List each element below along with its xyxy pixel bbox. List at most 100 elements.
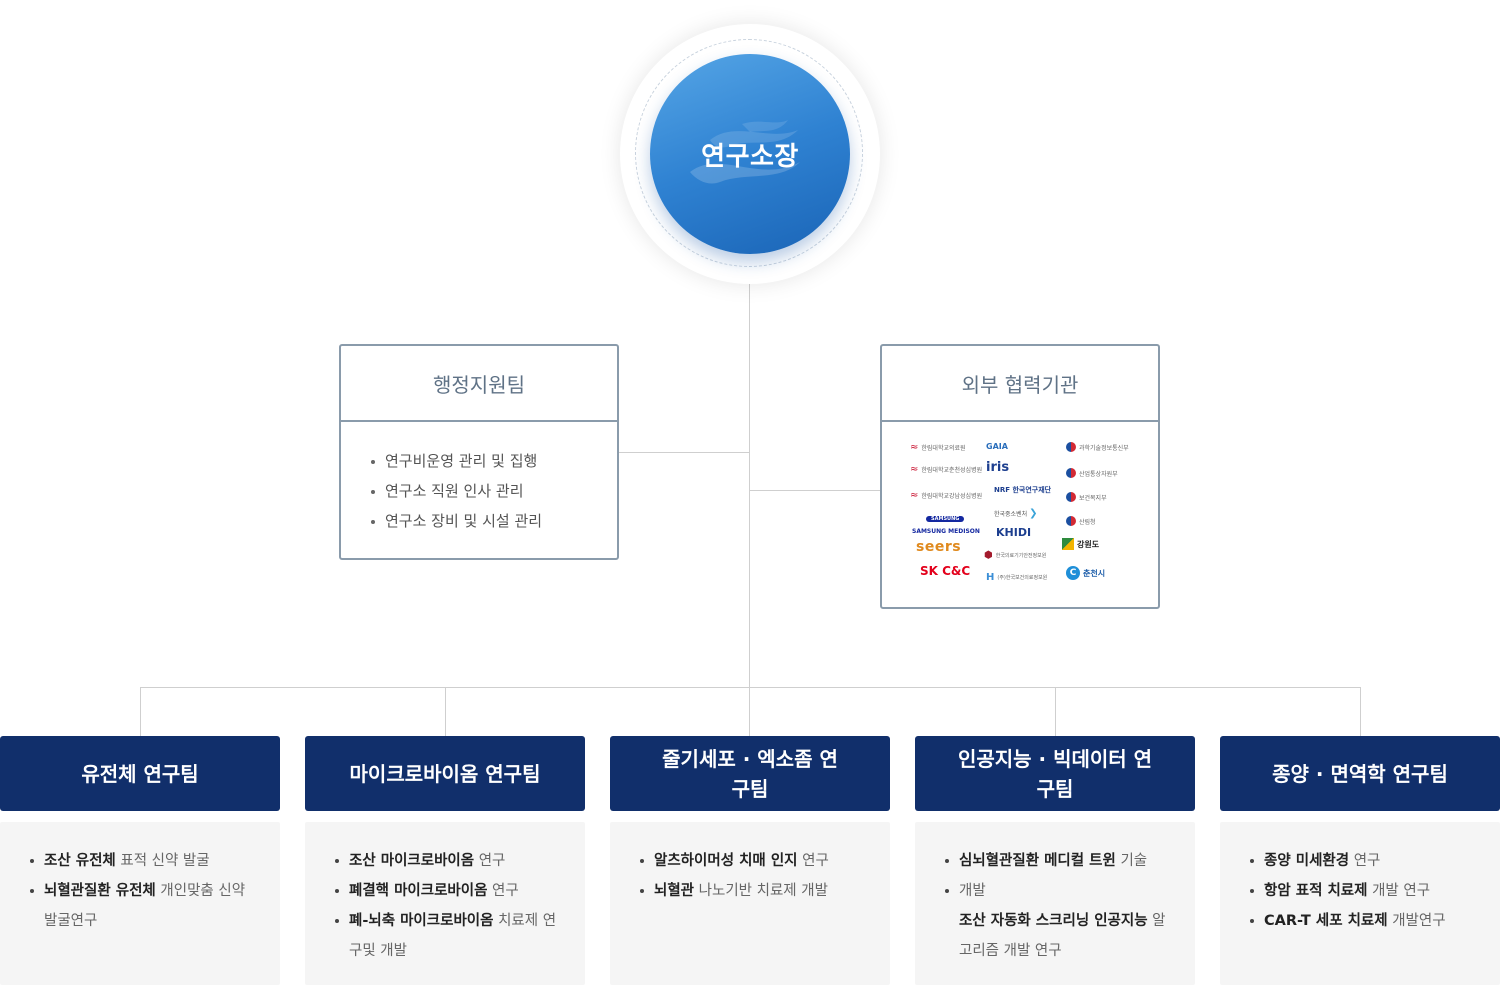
item-text: 치료제 연구및 개발 [349, 913, 557, 959]
taegeuk-icon [1066, 442, 1076, 452]
admin-team-list: 연구비운영 관리 및 집행 연구소 직원 인사 관리 연구소 장비 및 시설 관… [341, 422, 617, 536]
item-keyword: 종양 미세환경 [1264, 853, 1350, 869]
admin-team-box: 행정지원팀 연구비운영 관리 및 집행 연구소 직원 인사 관리 연구소 장비 … [339, 344, 619, 560]
item-text: 연구 [1349, 853, 1381, 869]
item-text: 연구 [474, 853, 506, 869]
item-keyword: 폐결핵 마이크로바이옴 [349, 883, 488, 899]
director-node[interactable]: 연구소장 [650, 54, 850, 254]
taegeuk-icon [1066, 468, 1076, 478]
logo-msit: 과학기술정보통신부 [1066, 442, 1129, 452]
connector-team-4 [1055, 687, 1056, 736]
list-item: 연구소 직원 인사 관리 [371, 476, 617, 506]
list-item: 뇌혈관 나노기반 치료제 개발 [640, 876, 870, 906]
item-keyword: 조산 마이크로바이옴 [349, 853, 475, 869]
logo-gangwon: 강원도 [1062, 538, 1099, 550]
logo-chuncheon-city: C 춘천시 [1066, 566, 1105, 580]
taegeuk-icon [1066, 492, 1076, 502]
item-keyword: 심뇌혈관질환 메디컬 트윈 [959, 853, 1116, 869]
item-text: 개발 [959, 883, 986, 899]
connector-horizontal-teams [140, 687, 1361, 688]
logo-mfds: 산림청 [1066, 516, 1096, 526]
partner-logo-grid: ≈ 한림대학교의료원 ≈ 한림대학교춘천성심병원 ≈ 한림대학교강남성심병원 S… [906, 440, 1136, 592]
item-text: 나노기반 치료제 개발 [694, 883, 828, 899]
logo-iris: iris [986, 460, 1010, 475]
item-text: 기술 [1115, 853, 1148, 869]
list-item: 조산 유전체 표적 신약 발굴 [30, 846, 260, 876]
hallym-wing-icon: ≈ [910, 464, 919, 475]
item-keyword: 조산 유전체 [44, 853, 116, 869]
logo-nrf: NRF 한국연구재단 [994, 486, 1052, 494]
list-item: 조산 자동화 스크리닝 인공지능 알고리즘 개발 연구 [945, 906, 1175, 966]
logo-motie: 산업통상자원부 [1066, 468, 1118, 478]
team-microbiome-header[interactable]: 마이크로바이옴 연구팀 [305, 736, 585, 811]
item-text: 표적 신약 발굴 [115, 853, 210, 869]
shield-icon: ⬢ [984, 550, 993, 561]
list-item: 뇌혈관질환 유전체 개인맞춤 신약 발굴연구 [30, 876, 260, 936]
logo-skcc: SK C&C [920, 564, 971, 578]
taegeuk-icon [1066, 516, 1076, 526]
item-text: 연구 [487, 883, 519, 899]
item-keyword: 뇌혈관질환 유전체 [44, 883, 156, 899]
item-text: 개인맞춤 신약 발굴연구 [44, 883, 246, 929]
logo-samsung-medison: SAMSUNG MEDISON [912, 528, 980, 535]
admin-team-title: 행정지원팀 [341, 346, 617, 422]
connector-vertical-main [749, 284, 750, 688]
director-title: 연구소장 [701, 142, 799, 172]
team-title: 유전체 연구팀 [81, 761, 199, 786]
team-ai-header[interactable]: 인공지능 · 빅데이터 연구팀 [915, 736, 1195, 811]
item-keyword: CAR-T 세포 치료제 [1264, 913, 1388, 929]
item-text: 연구 [797, 853, 829, 869]
item-text: 개발 연구 [1367, 883, 1431, 899]
logo-mohw: 보건복지부 [1066, 492, 1107, 502]
connector-admin [618, 452, 749, 453]
item-keyword: 알츠하이머성 치매 인지 [654, 853, 798, 869]
leaf-icon: ❯ [1029, 508, 1038, 519]
logo-chuncheon-hosp: ≈ 한림대학교춘천성심병원 [910, 464, 983, 475]
team-title: 인공지능 · 빅데이터 연구팀 [957, 746, 1153, 801]
item-keyword: 조산 자동화 스크리닝 인공지능 [959, 913, 1148, 929]
team-stemcell-header[interactable]: 줄기세포 · 엑소좀 연구팀 [610, 736, 890, 811]
list-item: 알츠하이머성 치매 인지 연구 [640, 846, 870, 876]
list-item: 연구소 장비 및 시설 관리 [371, 506, 617, 536]
item-keyword: 항암 표적 치료제 [1264, 883, 1368, 899]
logo-hallym-med: ≈ 한림대학교의료원 [910, 442, 966, 453]
team-genome-header[interactable]: 유전체 연구팀 [0, 736, 280, 811]
team-title: 마이크로바이옴 연구팀 [349, 761, 541, 786]
team-title: 종양 · 면역학 연구팀 [1272, 761, 1448, 786]
logo-seers: seers [916, 539, 962, 555]
list-item: 연구비운영 관리 및 집행 [371, 446, 617, 476]
connector-partners [749, 490, 881, 491]
team-oncology-header[interactable]: 종양 · 면역학 연구팀 [1220, 736, 1500, 811]
list-item: 심뇌혈관질환 메디컬 트윈 기술 [945, 846, 1175, 876]
logo-kmdia: ⬢ 한국의료기기안전정보원 [984, 550, 1047, 561]
chuncheon-c-icon: C [1066, 566, 1080, 580]
list-item: 폐-뇌축 마이크로바이옴 치료제 연구및 개발 [335, 906, 565, 966]
list-item: CAR-T 세포 치료제 개발연구 [1250, 906, 1480, 936]
hallym-wing-icon: ≈ [910, 490, 919, 501]
item-text: 알고리즘 개발 연구 [959, 913, 1166, 959]
director-dashed-ring [635, 39, 863, 267]
item-keyword: 폐-뇌축 마이크로바이옴 [349, 913, 494, 929]
partners-box: 외부 협력기관 ≈ 한림대학교의료원 ≈ 한림대학교춘천성심병원 ≈ 한림대학교… [880, 344, 1160, 609]
gangwon-mark-icon [1062, 538, 1074, 550]
list-item: 항암 표적 치료제 개발 연구 [1250, 876, 1480, 906]
logo-kiat: 한국중소벤처 ❯ [994, 508, 1038, 519]
item-keyword: 뇌혈관 [654, 883, 695, 899]
list-item: 종양 미세환경 연구 [1250, 846, 1480, 876]
connector-team-2 [445, 687, 446, 736]
logo-khidi: KHIDI [996, 526, 1032, 539]
logo-samsung: SAMSUNG [926, 516, 965, 522]
partners-title: 외부 협력기관 [882, 346, 1158, 422]
hallym-wing-icon: ≈ [910, 442, 919, 453]
logo-gaia: GAIA [986, 442, 1008, 451]
logo-kisis: H (주)한국보건의료정보원 [986, 572, 1048, 583]
wave-emblem-icon [690, 120, 800, 184]
